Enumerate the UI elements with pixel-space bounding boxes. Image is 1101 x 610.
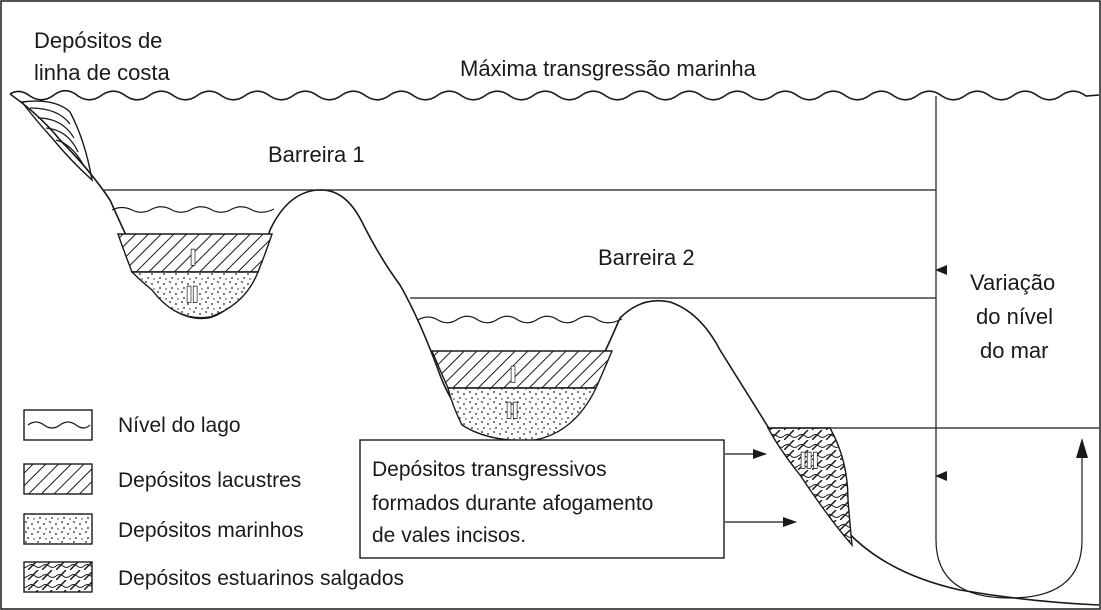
layer-label-I-valley-2: I bbox=[510, 362, 516, 387]
layer-label-II-valley-1: II bbox=[186, 282, 198, 307]
legend-swatch-lake-level bbox=[23, 409, 93, 441]
layer-label-III: III bbox=[800, 448, 818, 473]
legend-label-lake-level: Nível do lago bbox=[118, 414, 241, 437]
callout-line-1: Depósitos transgressivos bbox=[372, 458, 607, 481]
legend-label-marine: Depósitos marinhos bbox=[118, 519, 304, 542]
legend-swatch-estuarine bbox=[23, 561, 93, 593]
shoreline-deposits-label-1: Depósitos de bbox=[34, 28, 162, 53]
callout-line-3: de vales incisos. bbox=[372, 524, 526, 547]
callout-box bbox=[359, 439, 725, 559]
barrier-2-label: Barreira 2 bbox=[598, 245, 695, 270]
legend-label-estuarine: Depósitos estuarinos salgados bbox=[118, 567, 404, 590]
lake-level-valley-2 bbox=[417, 315, 623, 324]
sea-surface-wave bbox=[9, 89, 1100, 101]
legend-label-lacustrine: Depósitos lacustres bbox=[118, 469, 301, 492]
estuarine-deposit-III bbox=[766, 427, 853, 548]
layer-label-I-valley-1: I bbox=[190, 245, 196, 270]
callout-line-2: formados durante afogamento bbox=[372, 492, 653, 515]
shoreline-deposit-layer bbox=[29, 107, 71, 125]
sea-level-variation-label-1: Variação bbox=[970, 270, 1055, 295]
shoreline-deposits-label-2: linha de costa bbox=[34, 60, 171, 85]
shoreline-deposit-layer bbox=[37, 117, 75, 139]
sea-level-variation-label-3: do mar bbox=[980, 338, 1048, 363]
legend: Nível do lago Depósitos lacustres Depósi… bbox=[23, 409, 404, 593]
max-transgression-label: Máxima transgressão marinha bbox=[460, 56, 757, 81]
lake-level-valley-1 bbox=[111, 206, 275, 213]
sea-level-loop bbox=[935, 445, 1083, 599]
sea-level-variation-label-2: do nível bbox=[976, 304, 1053, 329]
legend-swatch-lacustrine bbox=[23, 463, 93, 495]
marine-deposit-valley-2 bbox=[447, 387, 598, 442]
lacustrine-deposit-valley-2 bbox=[430, 350, 614, 389]
barrier-1-label: Barreira 1 bbox=[268, 142, 365, 167]
marine-deposit-valley-1 bbox=[130, 271, 260, 319]
layer-label-II-valley-2: II bbox=[506, 398, 518, 423]
lake-level-legend-wave bbox=[27, 421, 91, 429]
sea-level-arrow-up-head bbox=[1076, 438, 1088, 458]
legend-swatch-marine bbox=[23, 513, 93, 545]
